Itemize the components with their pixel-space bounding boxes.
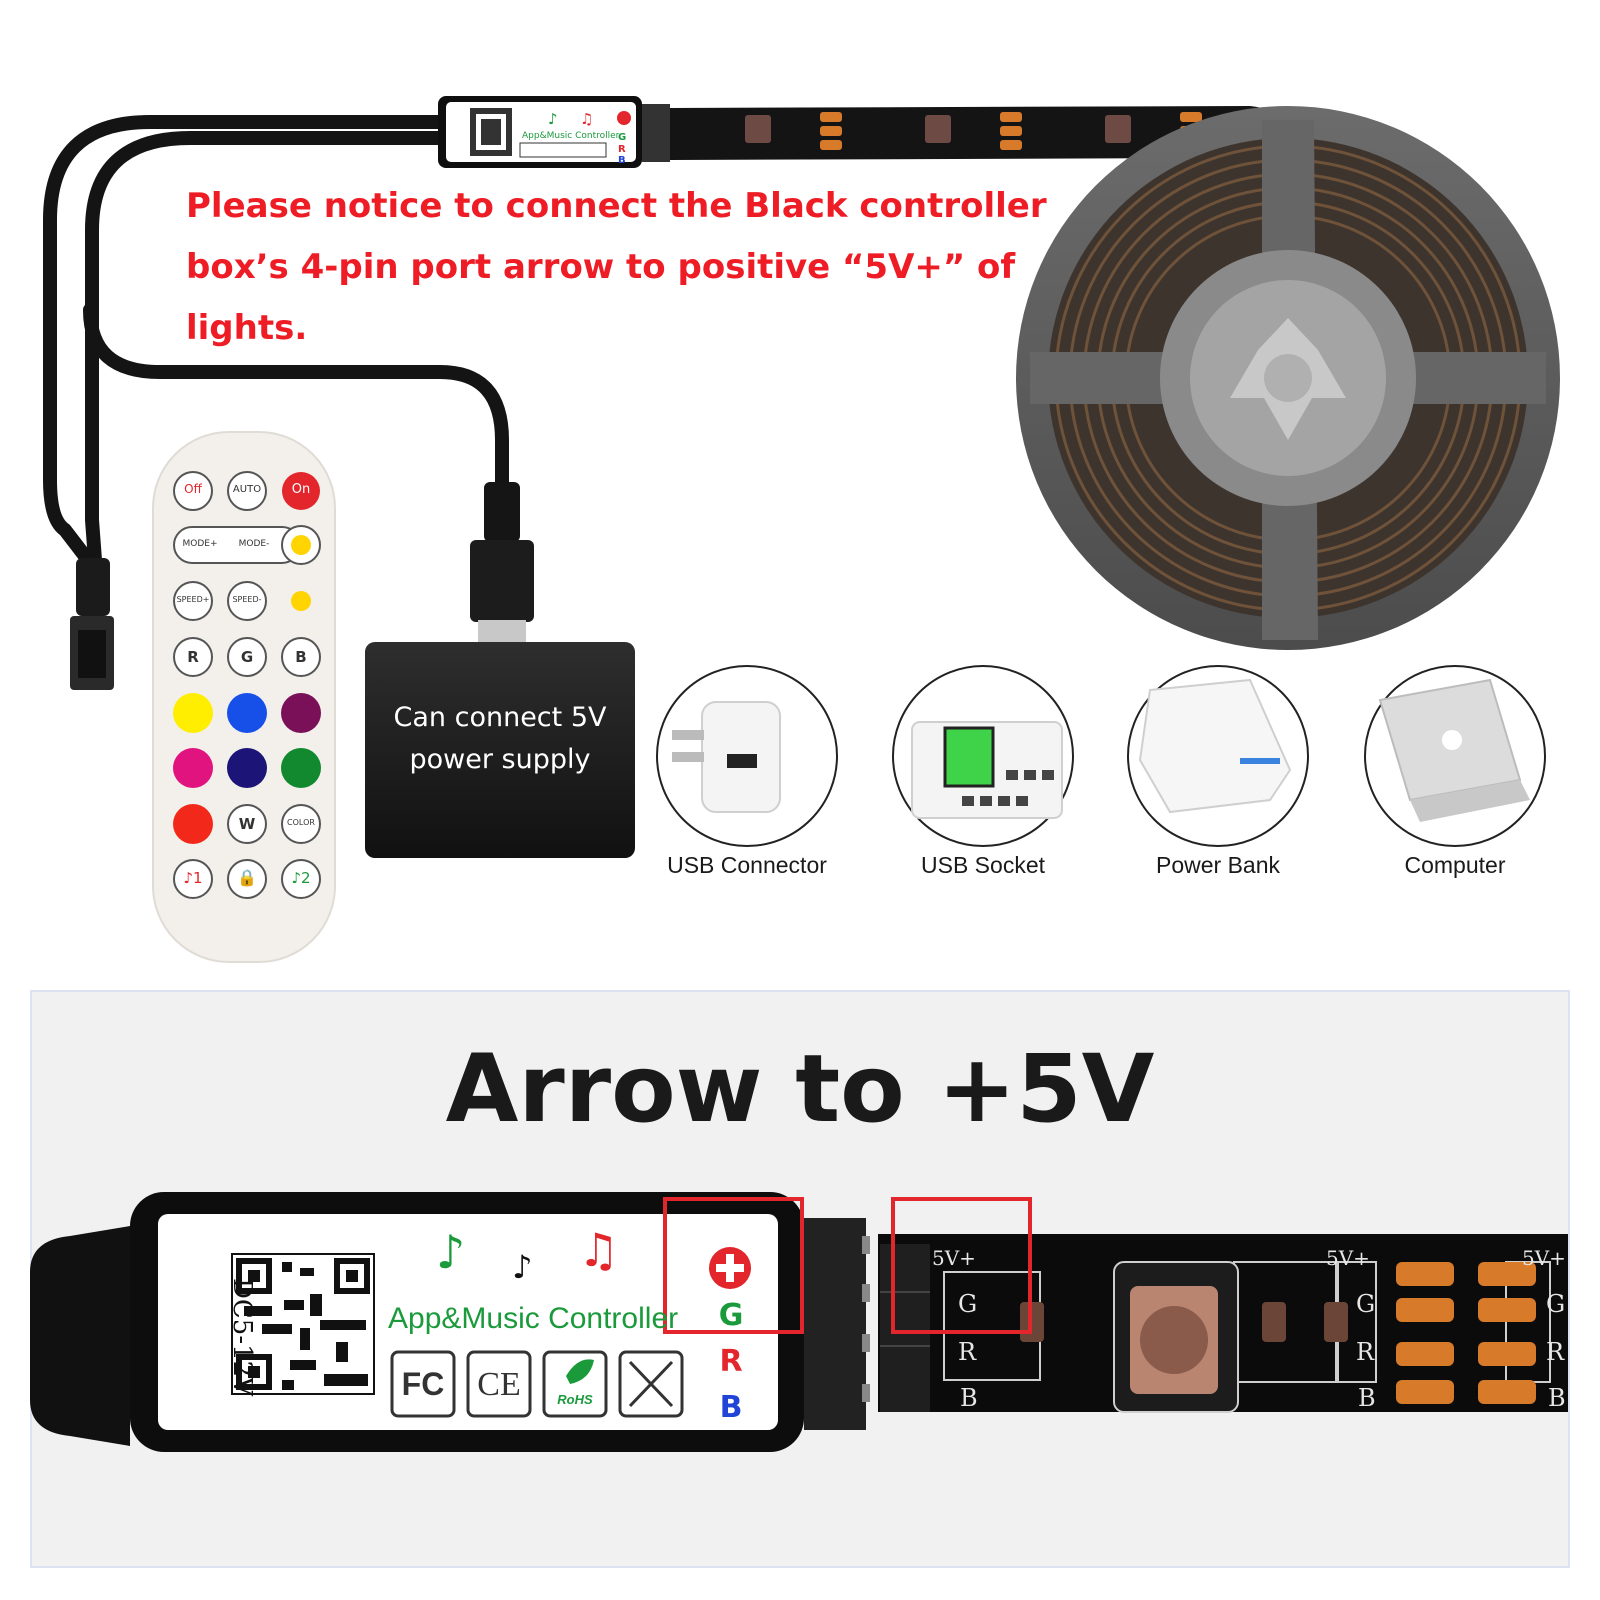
remote-color-key[interactable] [173, 748, 213, 788]
remote-color-key[interactable] [281, 693, 321, 733]
connection-notice: Please notice to connect the Black contr… [186, 176, 1066, 359]
highlight-boxes [663, 1197, 1032, 1334]
svg-text:R: R [618, 144, 626, 155]
svg-text:B: B [618, 155, 626, 166]
usb-hub-box [365, 642, 635, 858]
led-strip-closeup [878, 1234, 1568, 1413]
svg-text:♪: ♪ [436, 1225, 465, 1279]
caption-usb-socket: USB Socket [921, 852, 1045, 878]
svg-text:♫: ♫ [578, 1223, 619, 1277]
caption-usb-connector: USB Connector [667, 852, 827, 878]
caption-computer: Computer [1404, 852, 1506, 878]
led-strip-reel [1016, 106, 1560, 650]
controller-closeup: ♪ ♪ ♫ [30, 1192, 870, 1452]
svg-text:App&Music Controller: App&Music Controller [522, 131, 620, 141]
remote-color-key[interactable] [173, 804, 213, 844]
arrow-title: Arrow to +5V [445, 1035, 1155, 1144]
caption-power-bank: Power Bank [1155, 852, 1280, 878]
hub-label: Can connect 5V power supply [365, 697, 635, 781]
svg-text:♪: ♪ [548, 110, 558, 128]
hub-label-line-1: Can connect 5V [393, 702, 607, 733]
controller-small: ♪ ♫ App&Music Controller G R B [438, 96, 670, 168]
remote-color-key[interactable] [227, 748, 267, 788]
notice-line-1: Please notice to connect the Black contr… [186, 186, 1047, 226]
hub-label-line-2: power supply [409, 744, 591, 775]
remote-color-key[interactable] [173, 693, 213, 733]
four-pin-connector [70, 558, 114, 690]
cables [43, 115, 509, 567]
remote-color-key[interactable] [227, 693, 267, 733]
remote-color-key[interactable] [281, 748, 321, 788]
svg-text:♫: ♫ [580, 110, 593, 128]
usb-plug [470, 482, 534, 642]
svg-text:G: G [618, 132, 626, 143]
svg-text:♪: ♪ [512, 1248, 532, 1286]
notice-line-2: box’s 4-pin port arrow to positive “5V+”… [186, 247, 1016, 287]
notice-line-3: lights. [186, 308, 308, 348]
